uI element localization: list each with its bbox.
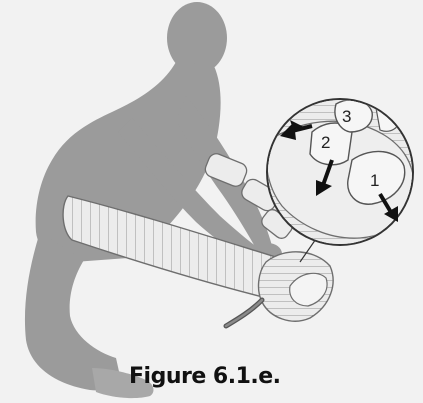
figure-caption: Figure 6.1.e. xyxy=(129,364,281,389)
callout-number-1: 1 xyxy=(370,171,379,190)
callout-number-3: 3 xyxy=(342,107,351,126)
callout-number-2: 2 xyxy=(321,133,330,152)
seated-person xyxy=(25,2,282,398)
